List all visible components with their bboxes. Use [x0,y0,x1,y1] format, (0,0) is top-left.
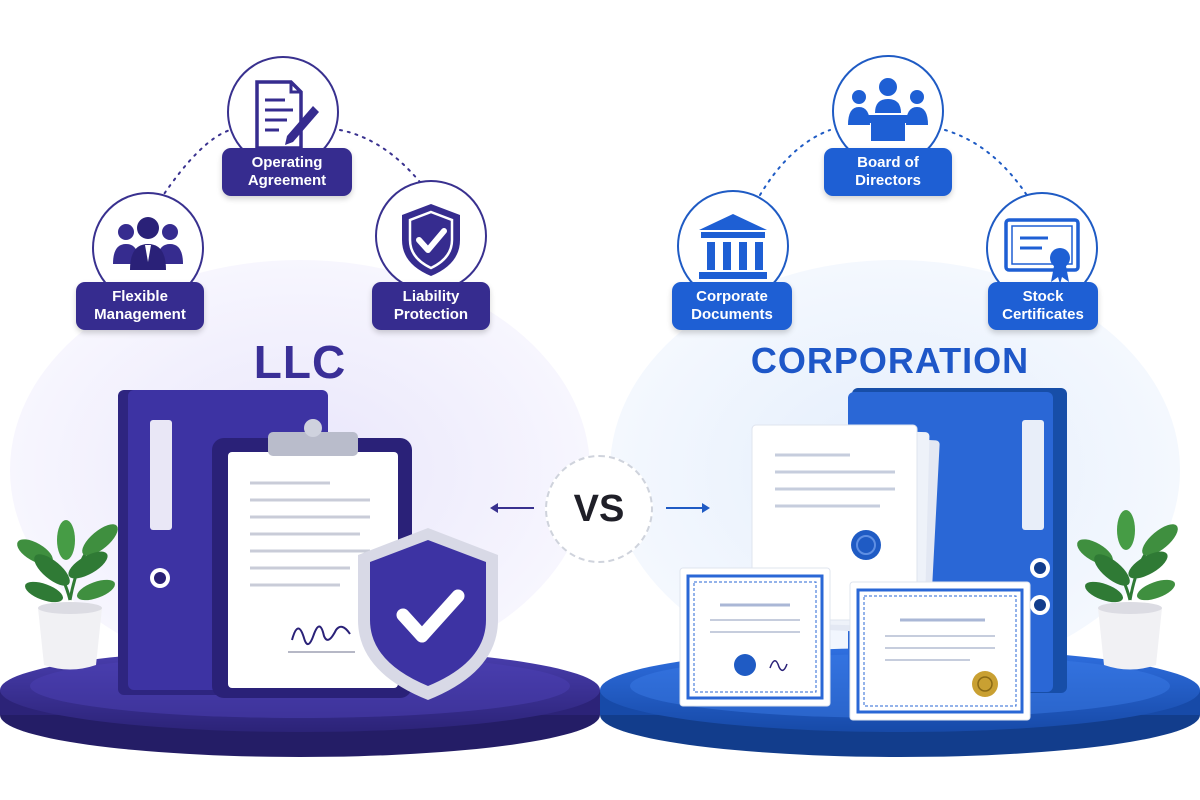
corp-connector-arc [944,129,1031,201]
shield-check-icon [358,528,498,700]
stock-certificate-icon [679,567,831,707]
llc-connector-arc [339,129,431,196]
llc-connector-arc [159,129,231,201]
arrow-left-icon [490,503,534,513]
llc-title: LLC [253,336,347,388]
shield-check-icon [402,204,460,276]
feature-label-flexible-management: Flexible Management [76,282,204,330]
signature [291,625,351,645]
feature-label-board-of-directors: Board of Directors [824,148,952,196]
llc-plant [17,520,118,670]
feature-label-liability-protection: Liability Protection [372,282,490,330]
corp-plant [1077,510,1178,670]
bank-building-icon [699,214,767,279]
feature-label-stock-certificates: Stock Certificates [988,282,1098,330]
corp-connector-arc [759,129,831,196]
boardroom-meeting-icon [848,78,928,141]
feature-label-operating-agreement: Operating Agreement [222,148,352,196]
corporation-title: CORPORATION [750,340,1030,381]
certificate-ribbon-icon [1004,218,1080,284]
feature-circle-liability-protection [375,180,487,292]
people-group-icon [113,217,183,270]
arrow-right-icon [666,503,710,513]
document-pen-icon [255,80,319,150]
stock-certificate-icon [849,581,1031,721]
feature-label-corporate-documents: Corporate Documents [672,282,792,330]
vs-badge: VS [545,455,653,563]
